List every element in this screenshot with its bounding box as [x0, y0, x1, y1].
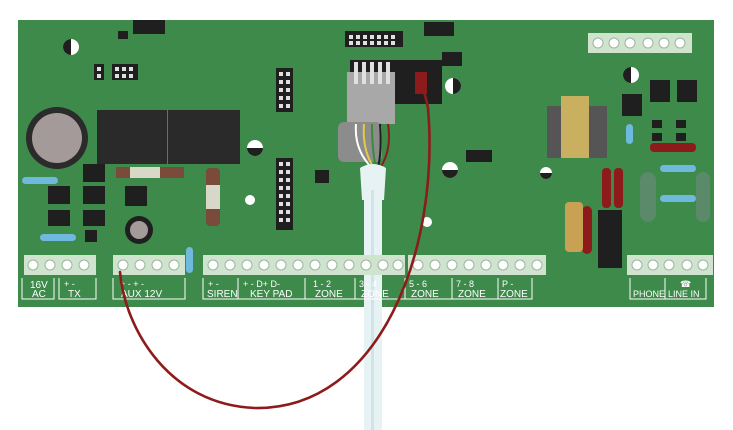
capacitor-set [63, 39, 639, 227]
label-tx: TX [68, 289, 81, 300]
relay-left [97, 110, 167, 164]
label-pzone: ZONE [500, 289, 528, 300]
label-aux-polarity: + - + - [120, 279, 144, 289]
chip-small [442, 52, 462, 66]
label-ac: AC [32, 289, 46, 300]
capacitor-tan [565, 202, 583, 252]
label-zone78: ZONE [458, 289, 486, 300]
label-ac-voltage: 16V [30, 280, 48, 291]
label-zone12-pins: 1 - 2 [313, 279, 331, 289]
label-line-in: LINE IN [668, 289, 700, 299]
small-ic [315, 170, 329, 183]
label-tx-polarity: + - [64, 279, 75, 289]
label-zone78-pins: 7 - 8 [456, 279, 474, 289]
regulator [598, 210, 622, 268]
label-pzone-pins: P - [502, 279, 513, 289]
transistor [48, 186, 70, 204]
phone-line-icon: ☎ [680, 279, 691, 289]
label-zone12: ZONE [315, 289, 343, 300]
terminal-labels: 16V AC + - TX + - + - AUX 12V + - SIREN … [30, 279, 700, 300]
label-siren-polarity: + - [208, 279, 219, 289]
resistor-red [650, 143, 696, 152]
label-zone56-pins: 5 - 6 [409, 279, 427, 289]
label-zone34: ZONE [361, 289, 389, 300]
label-aux-12v: AUX 12V [121, 289, 162, 300]
chip-top [424, 22, 454, 36]
label-zone34-pins: 3 - 4 [359, 279, 377, 289]
red-wire [118, 82, 431, 410]
label-phone: PHONE [633, 289, 665, 299]
label-keypad: KEY PAD [250, 289, 292, 300]
pin-header-vertical-1 [276, 68, 293, 112]
small-component [118, 31, 128, 39]
label-keypad-pins: + - D+ D- [243, 279, 280, 289]
label-zone56: ZONE [411, 289, 439, 300]
header-connector-top [133, 20, 165, 34]
ic-horizontal [466, 150, 492, 162]
pin-header-vertical-2 [276, 158, 293, 230]
jumper-small [94, 64, 104, 80]
relay-right [168, 110, 240, 164]
label-siren: SIREN [207, 289, 238, 300]
